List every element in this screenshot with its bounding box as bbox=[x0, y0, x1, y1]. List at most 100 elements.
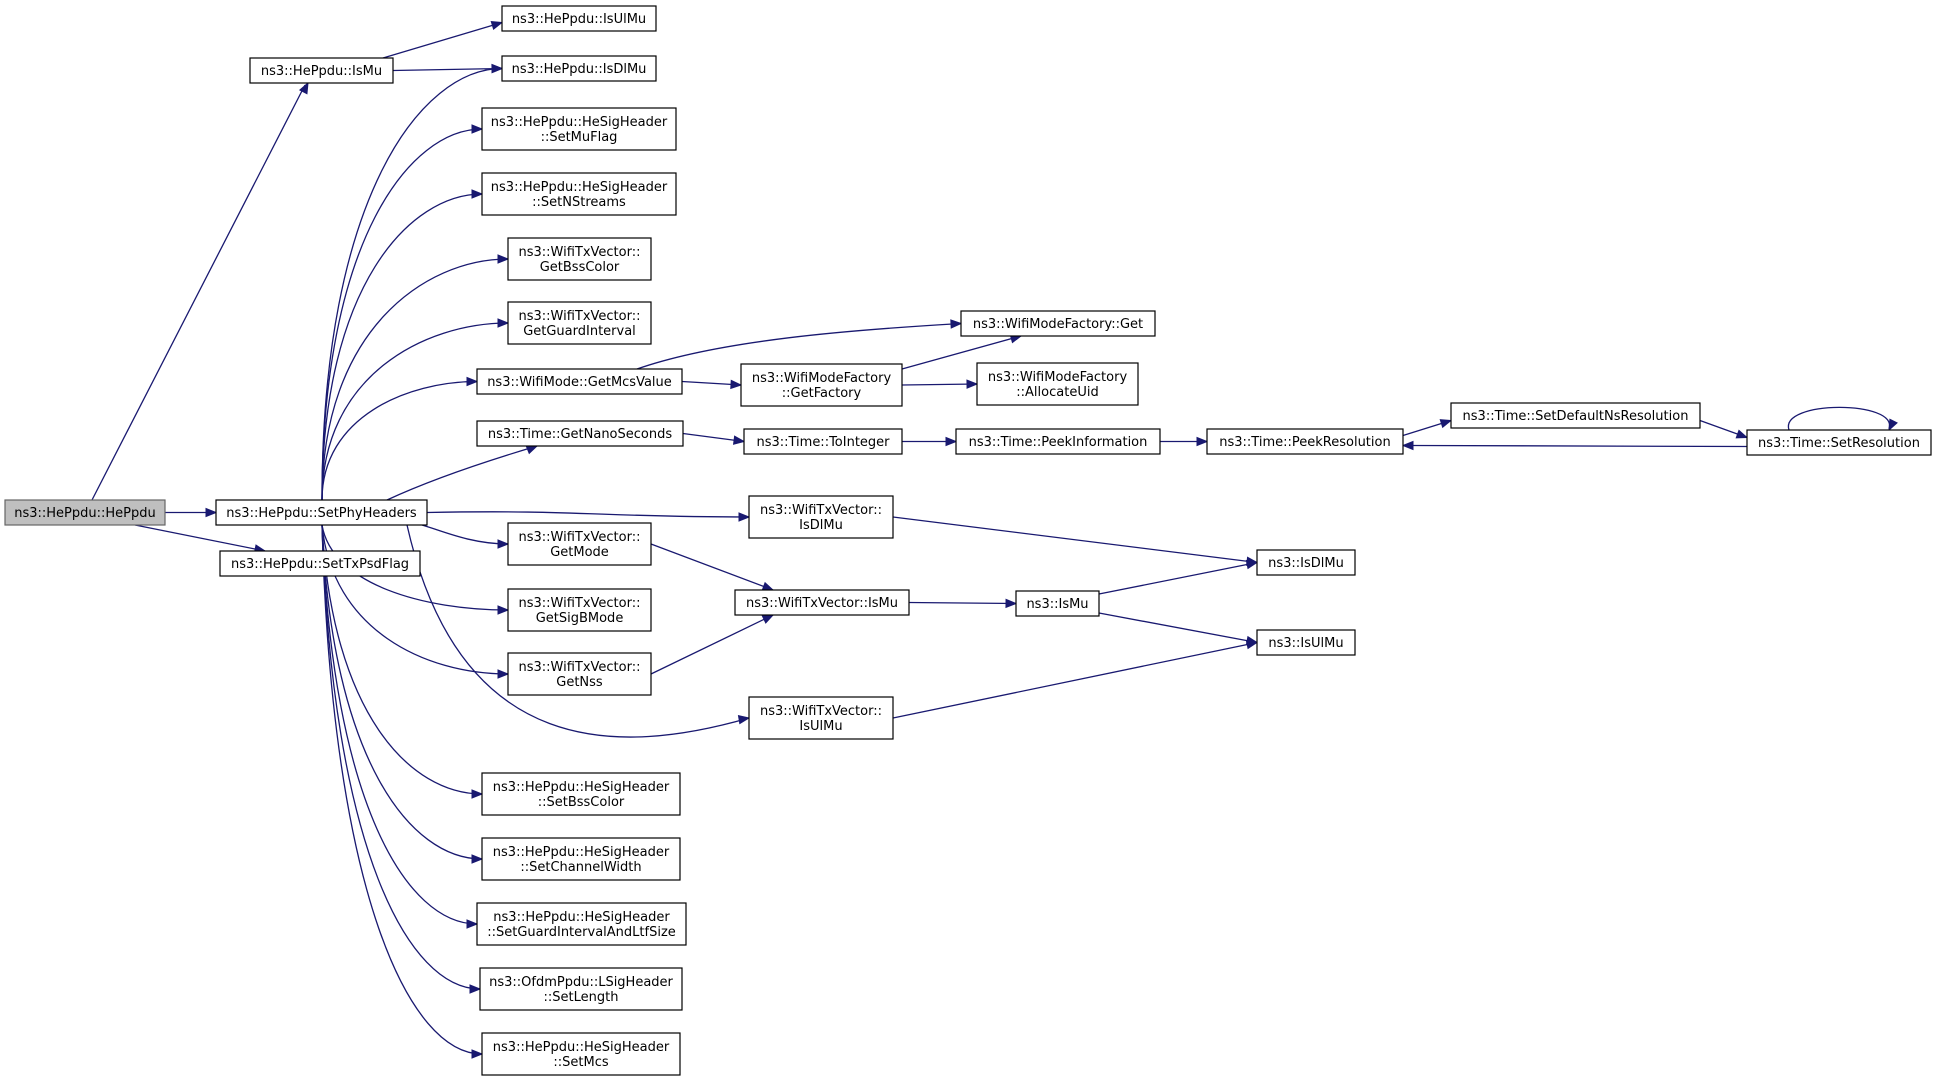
edge-setphy-isdlmu_pp-arrowhead bbox=[491, 63, 504, 74]
node-setphy[interactable]: ns3::HePpdu::SetPhyHeaders bbox=[215, 499, 428, 526]
node-ismu_pp[interactable]: ns3::HePpdu::IsMu bbox=[249, 57, 394, 84]
node-box bbox=[219, 550, 421, 577]
node-label: ns3::HePpdu::SetPhyHeaders bbox=[226, 506, 417, 521]
node-box bbox=[476, 902, 687, 946]
node-isulmu_pp[interactable]: ns3::HePpdu::IsUlMu bbox=[501, 5, 657, 32]
edge-ismu-isulmu-arrowhead bbox=[1245, 635, 1259, 646]
edge-setphy-getsigb bbox=[321, 524, 510, 615]
node-getnss[interactable]: ns3::WifiTxVector::GetNss bbox=[507, 652, 652, 696]
node-getnano[interactable]: ns3::Time::GetNanoSeconds bbox=[476, 420, 684, 447]
node-ismu[interactable]: ns3::IsMu bbox=[1015, 590, 1100, 617]
node-label: ::SetBssColor bbox=[538, 795, 625, 810]
node-label: ns3::HePpdu::IsUlMu bbox=[512, 12, 646, 27]
node-setdefns[interactable]: ns3::Time::SetDefaultNsResolution bbox=[1450, 402, 1701, 429]
node-setres[interactable]: ns3::Time::SetResolution bbox=[1746, 429, 1932, 456]
node-wmfalloc[interactable]: ns3::WifiModeFactory::AllocateUid bbox=[976, 362, 1139, 406]
edge-setphy-setgi-line bbox=[321, 524, 478, 925]
node-peekres[interactable]: ns3::Time::PeekResolution bbox=[1206, 428, 1404, 455]
edge-setphy-getguard-arrowhead bbox=[497, 318, 510, 328]
edge-wmfgetf-wmfget-line bbox=[901, 335, 1022, 370]
node-label: ns3::Time::GetNanoSeconds bbox=[488, 427, 673, 442]
node-label: ns3::WifiMode::GetMcsValue bbox=[487, 375, 672, 390]
node-label: GetNss bbox=[556, 675, 603, 690]
edge-setphy-txisulmu-arrowhead bbox=[737, 715, 751, 725]
edge-setphy-getsigb-line bbox=[321, 524, 509, 611]
node-hepdu[interactable]: ns3::HePpdu::HePpdu bbox=[4, 499, 166, 526]
node-label: ::SetGuardIntervalAndLtfSize bbox=[487, 925, 676, 940]
edge-ismu-isulmu-line bbox=[1098, 612, 1258, 644]
edge-getmode-txismu bbox=[650, 543, 775, 591]
node-isdlmu[interactable]: ns3::IsDlMu bbox=[1256, 549, 1356, 576]
edge-txismu-ismu-line bbox=[908, 601, 1017, 605]
edge-setphy-txisulmu bbox=[406, 524, 751, 738]
edge-setphy-setmcs bbox=[321, 524, 484, 1059]
node-label: ::GetFactory bbox=[782, 386, 862, 401]
node-setbss[interactable]: ns3::HePpdu::HeSigHeader::SetBssColor bbox=[481, 772, 681, 816]
edge-setphy-getmcs-arrowhead bbox=[466, 376, 479, 387]
edge-setphy-getguard-line bbox=[321, 322, 509, 501]
node-label: ::SetLength bbox=[544, 990, 619, 1005]
node-setmuflag[interactable]: ns3::HePpdu::HeSigHeader::SetMuFlag bbox=[481, 107, 677, 151]
node-box bbox=[1256, 629, 1356, 656]
node-box bbox=[1256, 549, 1356, 576]
node-label: ns3::WifiTxVector:: bbox=[518, 596, 640, 611]
edge-getnano-toint-arrowhead bbox=[732, 435, 746, 445]
node-isdlmu_pp[interactable]: ns3::HePpdu::IsDlMu bbox=[501, 55, 657, 82]
edge-ismu-isdlmu-arrowhead bbox=[1245, 559, 1259, 570]
edge-setphy-setmuflag-line bbox=[321, 128, 483, 501]
node-toint[interactable]: ns3::Time::ToInteger bbox=[743, 428, 903, 455]
node-setgi[interactable]: ns3::HePpdu::HeSigHeader::SetGuardInterv… bbox=[476, 902, 687, 946]
edge-txisdlmu-isdlmu-line bbox=[892, 516, 1258, 564]
node-setchan[interactable]: ns3::HePpdu::HeSigHeader::SetChannelWidt… bbox=[481, 837, 681, 881]
node-label: ::AllocateUid bbox=[1016, 385, 1098, 400]
node-txismu[interactable]: ns3::WifiTxVector::IsMu bbox=[734, 589, 910, 616]
node-label: ns3::Time::SetDefaultNsResolution bbox=[1463, 409, 1689, 424]
node-label: ns3::IsDlMu bbox=[1268, 556, 1344, 571]
node-getguard[interactable]: ns3::WifiTxVector::GetGuardInterval bbox=[507, 301, 652, 345]
node-txisdlmu[interactable]: ns3::WifiTxVector::IsDlMu bbox=[748, 495, 894, 539]
node-box bbox=[748, 495, 894, 539]
edge-setphy-isdlmu_pp bbox=[321, 63, 504, 501]
node-box bbox=[734, 589, 910, 616]
node-txisulmu[interactable]: ns3::WifiTxVector::IsUlMu bbox=[748, 696, 894, 740]
node-settxpsd[interactable]: ns3::HePpdu::SetTxPsdFlag bbox=[219, 550, 421, 577]
edge-setphy-getguard bbox=[321, 318, 510, 501]
edge-setphy-getnano-line bbox=[386, 445, 538, 501]
node-wmfgetf[interactable]: ns3::WifiModeFactory::GetFactory bbox=[740, 363, 903, 407]
edge-setphy-getmode bbox=[421, 524, 510, 549]
node-label: GetBssColor bbox=[540, 260, 620, 275]
edge-hepdu-setphy bbox=[165, 507, 218, 518]
edge-hepdu-ismu_pp-arrowhead bbox=[298, 81, 309, 95]
node-setnstreams[interactable]: ns3::HePpdu::HeSigHeader::SetNStreams bbox=[481, 172, 677, 216]
edge-setphy-setlen-line bbox=[321, 524, 481, 990]
node-peekinfo[interactable]: ns3::Time::PeekInformation bbox=[955, 428, 1161, 455]
node-box bbox=[507, 301, 652, 345]
node-box bbox=[479, 967, 683, 1011]
node-label: ns3::HePpdu::SetTxPsdFlag bbox=[231, 557, 409, 572]
edge-peekres-setdefns-arrowhead bbox=[1439, 419, 1453, 429]
node-setmcs[interactable]: ns3::HePpdu::HeSigHeader::SetMcs bbox=[481, 1032, 681, 1076]
edge-setphy-getmcs bbox=[321, 376, 479, 501]
edge-setphy-setnstreams bbox=[321, 189, 484, 501]
node-getmode[interactable]: ns3::WifiTxVector::GetMode bbox=[507, 522, 652, 566]
edge-setphy-setbss bbox=[321, 524, 484, 799]
edge-setphy-setmcs-arrowhead bbox=[471, 1049, 484, 1059]
edge-setphy-setgi bbox=[321, 524, 479, 929]
edge-txismu-ismu-arrowhead bbox=[1005, 598, 1018, 609]
node-getbsscolor[interactable]: ns3::WifiTxVector::GetBssColor bbox=[507, 237, 652, 281]
node-label: ::SetChannelWidth bbox=[520, 860, 641, 875]
edge-hepdu-settxpsd-line bbox=[134, 524, 266, 552]
node-label: ns3::HePpdu::HeSigHeader bbox=[493, 780, 670, 795]
node-getmcs[interactable]: ns3::WifiMode::GetMcsValue bbox=[476, 368, 683, 395]
node-label: IsUlMu bbox=[799, 719, 842, 734]
node-wmfget[interactable]: ns3::WifiModeFactory::Get bbox=[960, 310, 1156, 337]
edge-setphy-setchan-arrowhead bbox=[471, 854, 484, 864]
edge-setphy-setbss-arrowhead bbox=[471, 789, 484, 799]
edge-getmode-txismu-arrowhead bbox=[761, 581, 775, 591]
node-box bbox=[507, 237, 652, 281]
node-setlen[interactable]: ns3::OfdmPpdu::LSigHeader::SetLength bbox=[479, 967, 683, 1011]
node-getsigb[interactable]: ns3::WifiTxVector::GetSigBMode bbox=[507, 588, 652, 632]
node-isulmu[interactable]: ns3::IsUlMu bbox=[1256, 629, 1356, 656]
node-label: ns3::Time::PeekInformation bbox=[969, 435, 1148, 450]
node-label: GetGuardInterval bbox=[523, 324, 636, 339]
